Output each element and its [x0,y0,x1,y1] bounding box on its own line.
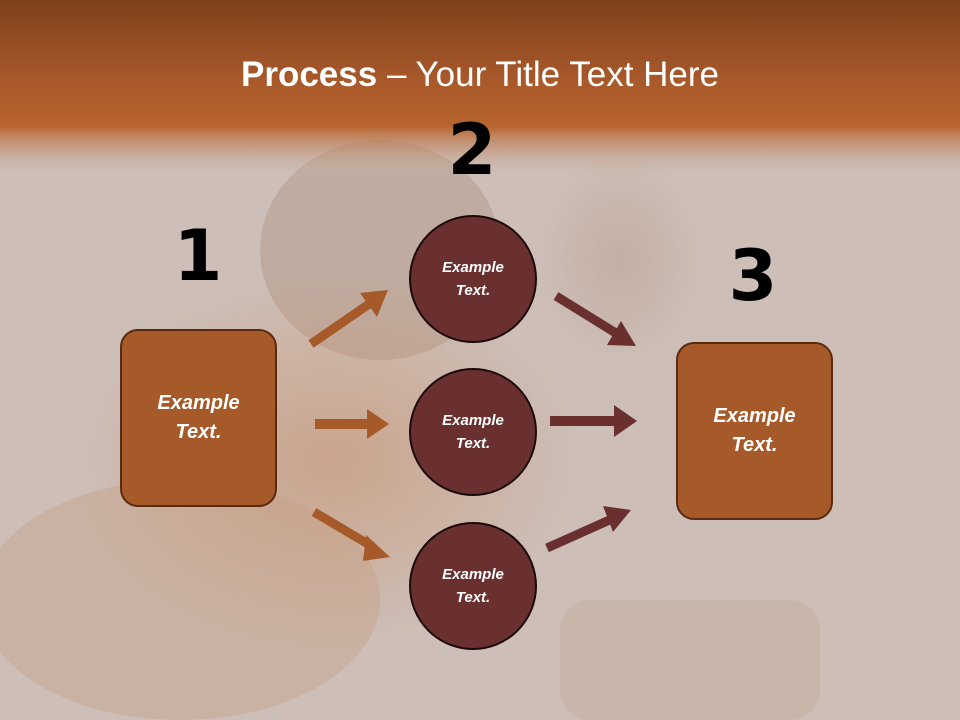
arrow-to-bottom-circle [311,508,390,561]
step-1-box: Example Text. [120,329,277,507]
circle-bottom-text: Example Text. [442,566,504,606]
arrow-to-top-circle [308,290,388,348]
step-3-box: Example Text. [676,342,833,520]
step-1-text: Example Text. [157,392,240,443]
circle-middle-text: Example Text. [442,412,504,452]
circle-top: Example Text. [409,215,537,343]
arrow-from-bottom-circle [545,506,631,553]
step-number-2: 2 [447,109,497,191]
circle-bottom: Example Text. [409,522,537,650]
circle-top-text: Example Text. [442,259,504,299]
step-3-text: Example Text. [713,405,796,456]
title-bold: Process [241,55,378,94]
arrow-from-middle-circle [550,405,637,437]
arrow-from-top-circle [553,292,636,346]
arrow-to-middle-circle [315,409,389,439]
step-number-1: 1 [173,215,223,297]
title-rest: – Your Title Text Here [377,55,719,94]
circle-middle: Example Text. [409,368,537,496]
step-number-3: 3 [728,235,778,317]
slide-title: Process – Your Title Text Here [0,52,960,98]
